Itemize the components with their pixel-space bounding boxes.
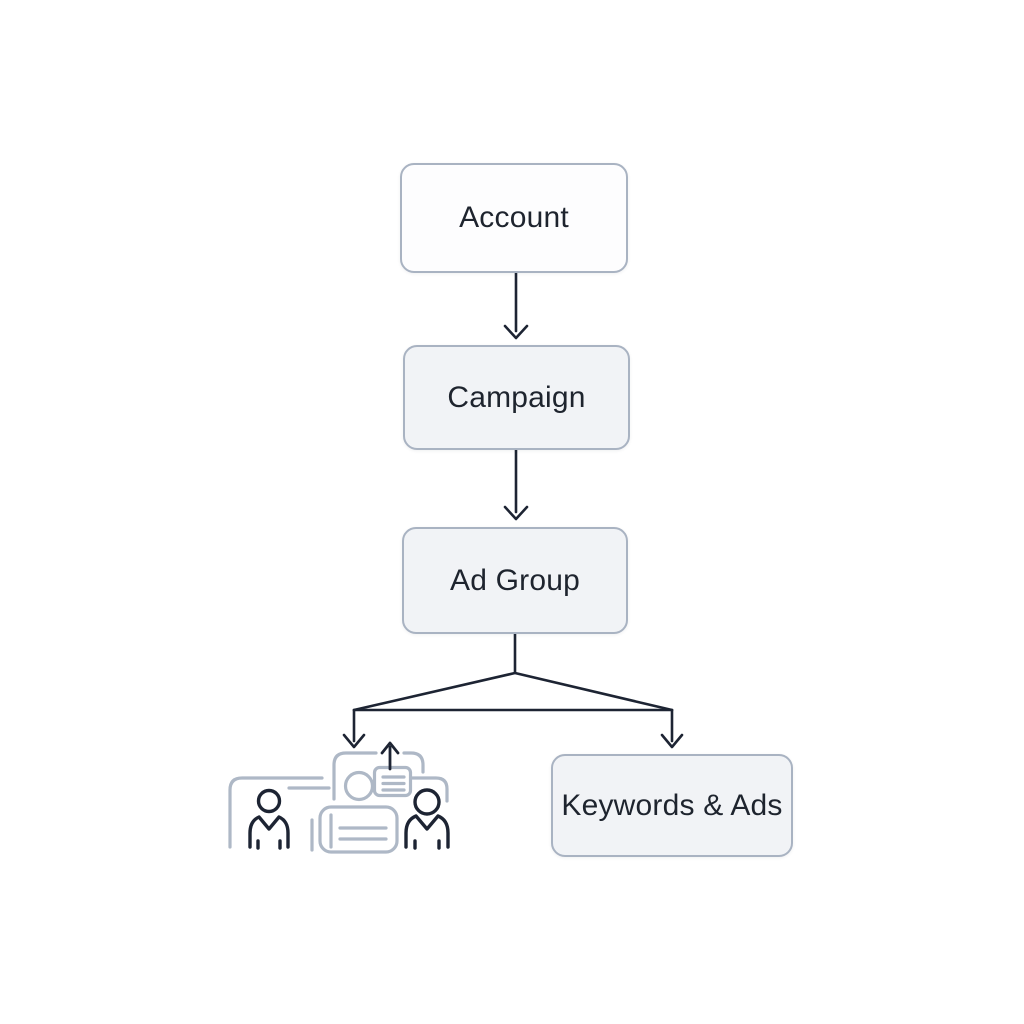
person-left-collar	[256, 839, 282, 850]
up-arrow-icon	[380, 741, 400, 771]
node-keywords-ads-label: Keywords & Ads	[561, 788, 783, 822]
arrowhead-down-icon	[503, 505, 529, 521]
person-left-body-icon	[248, 815, 290, 849]
left-card-icon	[228, 776, 324, 849]
audience-cards-group	[228, 751, 449, 854]
split-triangle-diagonals	[352, 671, 674, 712]
person-right-head-icon	[413, 788, 441, 816]
list-card-icon	[372, 765, 413, 798]
list-card-lines	[381, 775, 406, 792]
profile-card-icon	[332, 751, 425, 801]
node-ad-group: Ad Group	[402, 527, 628, 634]
person-right-collar	[413, 839, 441, 850]
arrowhead-down-icon	[503, 324, 529, 340]
profile-circle-icon	[343, 770, 375, 802]
document-card-icon	[318, 805, 399, 854]
arrowhead-down-icon	[342, 733, 366, 749]
right-card-icon	[410, 776, 449, 803]
node-ad-group-label: Ad Group	[449, 563, 580, 597]
arrowhead-down-icon	[660, 733, 684, 749]
node-campaign-label: Campaign	[447, 380, 586, 414]
node-account: Account	[400, 163, 628, 273]
person-right-body-icon	[404, 814, 450, 849]
document-card-lines	[338, 826, 388, 841]
person-left-head-icon	[256, 788, 282, 814]
node-account-label: Account	[459, 201, 569, 234]
node-campaign: Campaign	[403, 345, 630, 450]
connectors	[342, 271, 684, 749]
node-keywords-ads: Keywords & Ads	[551, 754, 793, 857]
audience-people-group	[248, 741, 450, 850]
